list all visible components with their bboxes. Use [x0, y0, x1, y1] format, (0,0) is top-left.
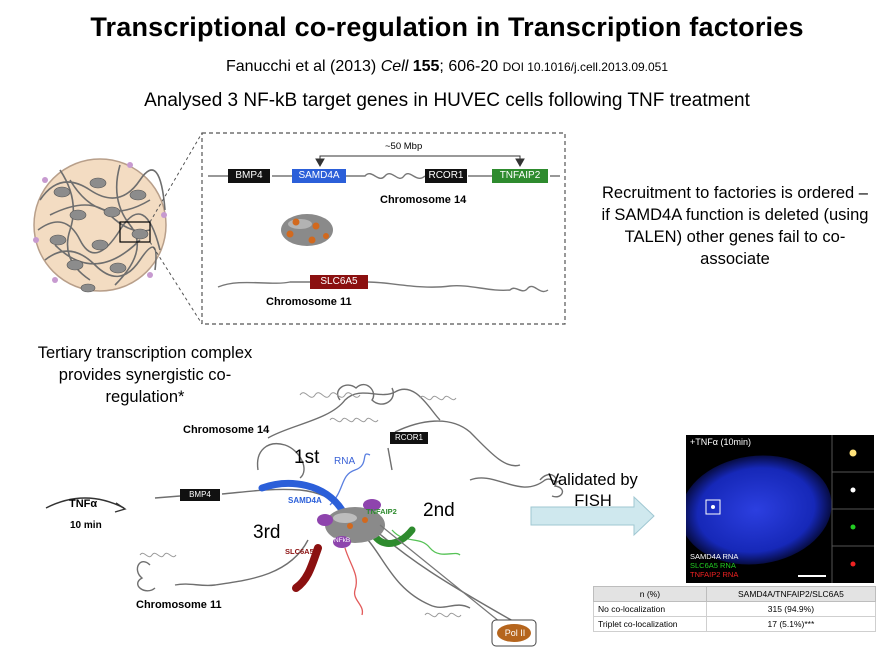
row-value: 17 (5.1%)*** [705, 616, 877, 632]
fish-microscopy-render [686, 435, 874, 583]
citation-pages: ; 606-20 [439, 58, 503, 75]
citation-doi: DOI 10.1016/j.cell.2013.09.051 [502, 60, 669, 74]
slide-subtitle: Analysed 3 NF-kB target genes in HUVEC c… [144, 90, 750, 111]
table-row: Triplet co-localization 17 (5.1%)*** [593, 616, 877, 632]
gene-tnfaip2-top: TNFAIP2 [492, 169, 548, 183]
step-third: 3rd [253, 522, 281, 543]
fish-legend-tnfaip2: TNFAIP2 RNA [690, 570, 739, 579]
fish-microscopy-image: +TNFα (10min) SAMD4A RNA SLC6A5 RNA TNFA… [686, 435, 874, 583]
gene-samd4a-top: SAMD4A [292, 169, 346, 183]
pol2-label: Pol II [504, 628, 526, 638]
gene-bmp4-bottom: BMP4 [180, 489, 220, 501]
gene-rcor1-top: RCOR1 [425, 169, 467, 183]
chromosome11-label-bottom: Chromosome 11 [136, 599, 222, 611]
citation-journal: Cell [380, 58, 409, 75]
gene-slc6a5-top: SLC6A5 [310, 275, 368, 289]
transcription-factory-icon [281, 214, 333, 246]
row-label: No co-localization [593, 601, 707, 617]
fish-validation-label: Validated by FISH [548, 471, 638, 510]
fish-legend-slc6a5: SLC6A5 RNA [690, 561, 736, 570]
step-second: 2nd [423, 500, 455, 521]
slide-title: Transcriptional co-regulation in Transcr… [90, 12, 804, 42]
recruitment-note: Recruitment to factories is ordered – if… [601, 184, 869, 268]
duration-label: 10 min [70, 520, 102, 531]
gene-bmp4-top: BMP4 [228, 169, 270, 183]
tnfaip2-arc-label: TNFAIP2 [366, 507, 397, 516]
fish-condition-label: +TNFα (10min) [690, 437, 751, 447]
tnf-stimulus-arrow [45, 497, 127, 513]
distance-bracket [315, 155, 525, 168]
table-header-n: n (%) [593, 586, 707, 602]
chromosome14-label-bottom: Chromosome 14 [183, 424, 270, 436]
fish-legend-samd4a: SAMD4A RNA [690, 552, 739, 561]
slc6a5-arc-label: SLC6A5 [285, 547, 314, 556]
citation-volume: 155 [412, 58, 440, 75]
fish-arrow [530, 495, 655, 537]
table-row: No co-localization 315 (94.9%) [593, 601, 877, 617]
fish-results-table: n (%) SAMD4A/TNFAIP2/SLC6A5 No co-locali… [593, 586, 877, 632]
step-first: 1st [294, 447, 320, 468]
distance-label: ~50 Mbp [385, 141, 423, 152]
nfkb-label: NFkB [334, 537, 351, 544]
samd4a-arc-label: SAMD4A [288, 496, 322, 505]
tnf-label: TNFα [69, 498, 98, 510]
row-label: Triplet co-localization [593, 616, 707, 632]
chromosome11-label-top: Chromosome 11 [266, 296, 352, 308]
table-header-genes: SAMD4A/TNFAIP2/SLC6A5 [705, 586, 877, 602]
table-header-row: n (%) SAMD4A/TNFAIP2/SLC6A5 [593, 586, 877, 602]
rna-label: RNA [334, 456, 356, 467]
nucleus-illustration [33, 158, 167, 293]
row-value: 315 (94.9%) [705, 601, 877, 617]
chromosome14-label-top: Chromosome 14 [380, 194, 467, 206]
co-regulation-note: Tertiary transcription complex provides … [37, 344, 253, 406]
citation: Fanucchi et al (2013) Cell 155; 606-20 D… [0, 58, 894, 76]
citation-authors: Fanucchi et al (2013) [225, 58, 381, 75]
gene-rcor1-bottom: RCOR1 [390, 432, 428, 444]
